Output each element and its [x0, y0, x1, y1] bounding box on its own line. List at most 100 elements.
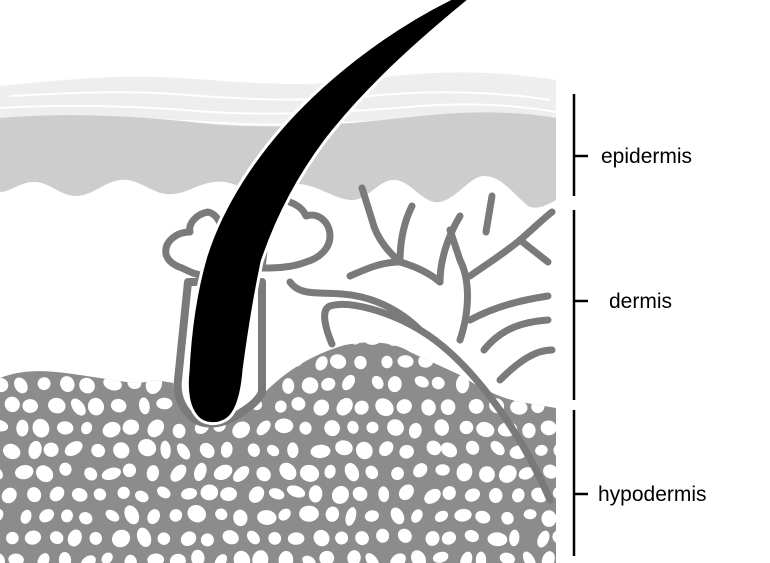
fat-cell: [0, 508, 4, 522]
fat-cell: [455, 374, 470, 394]
fat-cell: [347, 550, 361, 563]
fat-cell: [138, 438, 157, 457]
fat-cell: [246, 530, 260, 545]
fat-cell: [49, 357, 64, 369]
fat-cell: [460, 551, 473, 563]
fat-cell: [509, 529, 520, 547]
fat-cell: [501, 511, 514, 525]
fat-cell: [336, 397, 353, 416]
fat-cell: [434, 419, 450, 436]
fat-cell: [397, 355, 414, 368]
fat-cell: [379, 441, 394, 457]
fat-cell: [331, 485, 349, 504]
fat-cell: [464, 488, 480, 502]
fat-cell: [299, 505, 319, 522]
fat-cell: [58, 551, 72, 563]
fat-cell: [308, 485, 323, 503]
fat-cell: [475, 510, 491, 524]
fat-cell: [278, 550, 294, 563]
fat-cell: [354, 400, 369, 415]
fat-cell: [541, 551, 555, 563]
fat-cell: [352, 486, 368, 502]
fat-cell: [541, 510, 556, 527]
fat-cell: [456, 463, 473, 482]
fat-cell: [561, 507, 582, 526]
fat-cell: [347, 420, 359, 434]
fat-cell: [113, 442, 130, 459]
fat-cell: [397, 528, 412, 543]
fat-cell: [100, 342, 114, 347]
fat-cell: [257, 510, 277, 525]
fat-cell: [0, 342, 6, 347]
fat-cell: [20, 509, 32, 524]
fat-cell: [15, 464, 34, 480]
fat-cell: [125, 342, 143, 347]
fat-cell: [287, 532, 305, 545]
fat-cell: [200, 533, 214, 547]
fat-cell: [270, 355, 285, 371]
fat-cell: [28, 440, 42, 460]
fat-cell: [35, 342, 47, 349]
fat-cell: [220, 487, 237, 502]
fat-cell: [199, 442, 215, 459]
fat-cell: [499, 552, 516, 563]
fat-cell: [17, 342, 32, 349]
fat-cell: [169, 509, 183, 522]
fat-cell: [573, 528, 593, 549]
fat-cell: [233, 466, 250, 482]
fat-cell: [387, 376, 402, 393]
fat-cell: [573, 441, 593, 461]
fat-cell: [286, 485, 306, 498]
fat-cell: [176, 443, 191, 460]
fat-cell: [256, 420, 271, 436]
fat-cell: [291, 397, 306, 411]
fat-cell: [135, 490, 149, 503]
fat-cell: [421, 399, 436, 416]
fat-cell: [169, 553, 186, 563]
fat-cell: [187, 505, 206, 523]
fat-cell: [213, 464, 233, 481]
fat-cell: [414, 375, 429, 388]
fat-cell: [431, 376, 445, 390]
fat-cell: [371, 375, 384, 390]
fat-cell: [191, 549, 205, 563]
fat-cell: [441, 531, 457, 545]
fat-cell: [91, 443, 106, 458]
fat-cell: [2, 355, 16, 369]
hypodermis-label: hypodermis: [598, 483, 707, 506]
fat-cell: [89, 531, 102, 545]
fat-cell: [335, 440, 353, 456]
fat-cell: [70, 398, 86, 416]
fat-cell: [233, 509, 248, 527]
fat-cell: [321, 377, 336, 391]
fat-cell: [498, 465, 517, 483]
fat-cell: [559, 549, 581, 563]
fat-cell: [64, 441, 83, 457]
fat-cell: [215, 508, 228, 521]
fat-cell: [364, 510, 379, 522]
fat-cell: [71, 488, 88, 502]
fat-cell: [475, 551, 487, 563]
fat-cell: [518, 467, 535, 480]
fat-cell: [279, 462, 297, 481]
fat-cell: [122, 463, 137, 478]
fat-cell: [476, 421, 495, 438]
fat-cell: [442, 486, 456, 500]
fat-cell: [0, 553, 5, 563]
fat-cell: [124, 505, 140, 525]
fat-cell: [287, 442, 299, 458]
fat-cell: [0, 378, 9, 393]
fat-cell: [4, 396, 20, 413]
fat-cell: [200, 484, 219, 501]
fat-cell: [81, 421, 93, 435]
fat-cell: [180, 531, 197, 547]
fat-cell: [375, 398, 394, 417]
fat-cell: [329, 354, 347, 369]
fat-cell: [564, 420, 581, 437]
fat-cell: [170, 464, 187, 482]
fat-cell: [93, 488, 107, 501]
fat-cell: [303, 342, 318, 350]
fat-cell: [87, 397, 105, 416]
fat-cell: [122, 419, 140, 435]
fat-cell: [136, 527, 152, 547]
